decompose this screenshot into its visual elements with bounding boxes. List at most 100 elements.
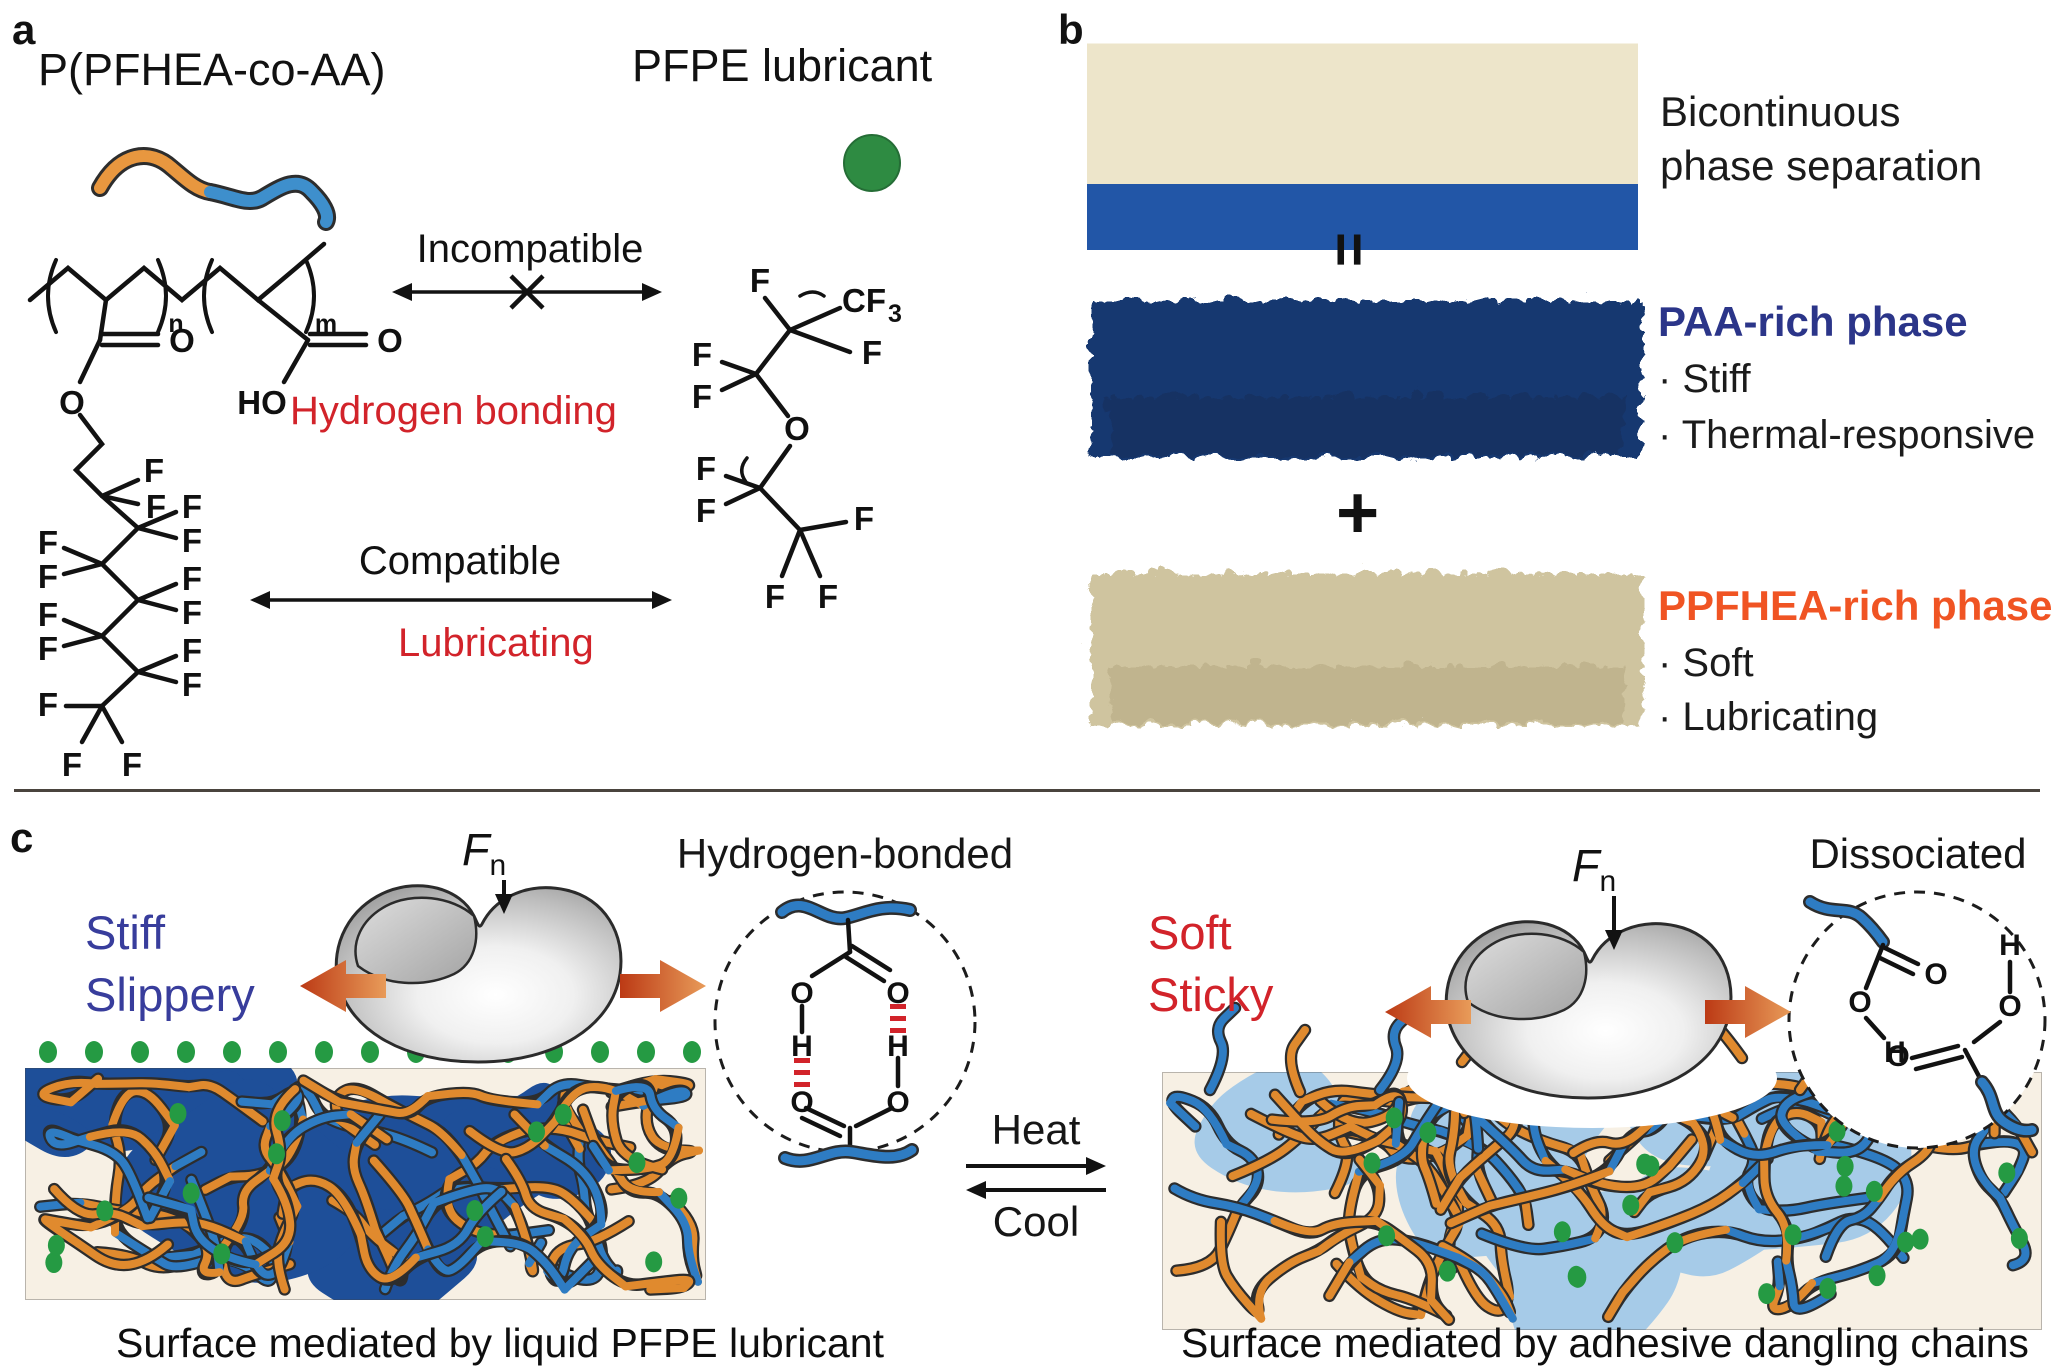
equals-sign: = [1316,231,1384,268]
atom-label-F: F [182,560,202,597]
incompatible-arrow [392,274,662,310]
ppfhea-phase-title: PPFHEA-rich phase [1658,582,2053,629]
paa-phase-title: PAA-rich phase [1658,298,1968,345]
sticky-state-label: Sticky [1148,968,1274,1021]
force-symbol: F [462,824,490,875]
compatible-label: Compatible [358,539,562,583]
soft-state-label: Soft [1148,906,1232,959]
atom-label-F: F [144,452,164,489]
polymer-title: P(PFHEA-co-AA) [38,44,386,95]
shear-arrow-left [300,960,386,1012]
atom-label-O: O [790,977,813,1010]
atom-label-O: O [1998,990,2021,1023]
pfhea-block-orange [94,150,216,198]
panel-b-label: b [1058,6,1084,53]
cool-label: Cool [992,1198,1080,1245]
atom-label-F: F [62,746,82,783]
right-surface-caption: Surface mediated by adhesive dangling ch… [1181,1320,2029,1366]
force-subscript: n [489,849,507,882]
shear-arrows [300,960,1791,1038]
hydrogen-bonding-label: Hydrogen bonding [290,389,617,433]
atom-label-O: O [59,384,85,421]
atom-label-F: F [854,500,874,537]
paa-chain-segment [1805,897,1888,947]
atom-label-O: O [784,410,810,447]
ppfhea-phase-slab [1103,572,1622,720]
bicontinuous-slab [1101,47,1624,249]
pfhea-co-aa-structure [27,241,369,745]
heat-label: Heat [991,1106,1081,1153]
atom-label-O: O [1848,986,1871,1019]
panel-a-label: a [12,6,36,53]
atom-label-F: F [182,632,202,669]
paa-block-blue [204,177,333,228]
indenter-probe-right [1444,920,1733,1100]
dashed-circle [713,890,977,1154]
subscript-m: m [315,310,337,338]
atom-label-F: F [122,746,142,783]
atom-label-F: F [818,578,838,615]
hydrogen-bond-dashes [794,1004,906,1087]
atom-label-H: H [887,1030,909,1063]
lubricating-label: Lubricating [398,621,594,665]
slippery-state-label: Slippery [85,968,255,1021]
subscript-n: n [168,310,183,338]
compatible-arrow [250,591,672,609]
normal-force-label-right: Fn [1572,840,1616,897]
atom-label-F: F [182,594,202,631]
atom-label-F: F [38,630,58,667]
atom-label-F: F [182,522,202,559]
atom-label-O: O [377,322,403,359]
atom-label-O: O [1886,1040,1909,1073]
atom-label-O: O [169,322,195,359]
atom-label-CF: CF [842,282,886,319]
panel-divider [14,789,2040,792]
bicontinuous-caption-line2: phase separation [1660,142,1983,189]
atom-label-H: H [1884,1036,1906,1069]
hydrogen-bonded-inset: O O H H O O [713,890,977,1168]
pfhea-co-aa-atom-labels: O O O HO n m F F F F F F F F F F F F F F… [38,310,403,783]
hydrogen-bonded-title: Hydrogen-bonded [676,830,1014,877]
atom-label-H: H [791,1030,813,1063]
indenter-probe-left [334,884,623,1064]
equilibrium-arrows [966,1157,1106,1199]
force-subscript: n [1599,865,1617,898]
lubricant-title: PFPE lubricant [632,40,933,91]
atom-label-HO: HO [237,384,287,421]
atom-label-F: F [750,262,770,299]
atom-label-F: F [38,524,58,561]
stiff-surface-block [25,1068,706,1300]
atom-label-F: F [692,336,712,373]
atom-label-F: F [692,378,712,415]
lubricant-dot-row [39,1041,701,1063]
paa-phase-slab [1103,300,1622,452]
paa-bullet-thermal: · Thermal-responsive [1658,413,2036,457]
atom-label-O: O [790,1086,813,1119]
atom-label-O: O [886,977,909,1010]
atom-label-F: F [38,558,58,595]
normal-force-arrow-right [1605,896,1623,950]
bicontinuous-caption-line1: Bicontinuous [1660,88,1901,135]
atom-label-F: F [696,492,716,529]
atom-label-F: F [862,334,882,371]
incompatible-label: Incompatible [416,227,644,271]
atom-label-F: F [182,666,202,703]
paa-bullet-stiff: · Stiff [1658,357,1751,401]
atom-label-F: F [765,578,785,615]
force-symbol: F [1572,840,1600,891]
copolymer-cartoon-squiggle [91,147,336,231]
atom-label-O: O [1924,958,1947,991]
left-surface-caption: Surface mediated by liquid PFPE lubrican… [115,1320,884,1366]
atom-label-F: F [696,450,716,487]
shear-arrow-right [620,960,706,1012]
dissociated-title: Dissociated [1809,830,2027,877]
atom-label-F: F [38,686,58,723]
pfpe-lubricant-droplet [843,134,901,192]
normal-force-label-left: Fn [462,824,506,881]
atom-label-F: F [182,488,202,525]
atom-label-O: O [886,1086,909,1119]
ppfhea-bullet-soft: · Soft [1658,641,1754,685]
plus-sign: + [1336,471,1380,554]
